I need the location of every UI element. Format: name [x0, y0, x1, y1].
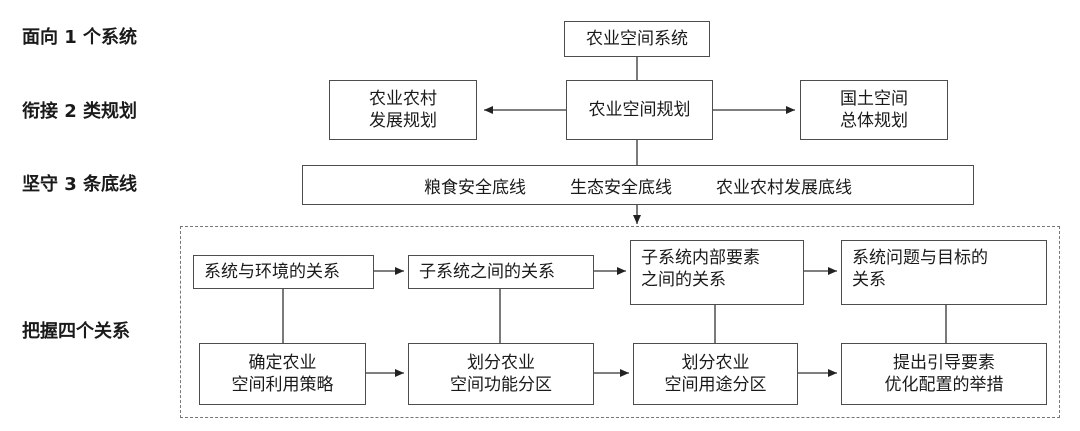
- territorial-plan-line-2: 总体规划: [840, 111, 908, 131]
- action-optimize-line-2: 优化配置的举措: [884, 375, 1004, 395]
- relation-between-subsystems: 子系统之间的关系: [408, 255, 594, 289]
- row-label-relations: 把握四个关系: [22, 321, 130, 342]
- action-function-zoning: 划分农业 空间功能分区: [408, 343, 594, 405]
- redline-food-security: 粮食安全底线: [424, 177, 526, 198]
- action-use-zoning-line-2: 空间用途分区: [664, 375, 767, 395]
- relation-problem-goal-line-1: 系统问题与目标的: [852, 248, 988, 268]
- relation-internal-elements: 子系统内部要素 之间的关系: [630, 240, 804, 305]
- relation-system-environment: 系统与环境的关系: [193, 255, 374, 289]
- row-label-redlines: 坚守 3 条底线: [22, 174, 138, 195]
- redlines-box: 粮食安全底线 生态安全底线 农业农村发展底线: [302, 165, 974, 205]
- rural-plan-line-1: 农业农村: [369, 88, 437, 109]
- redline-rural-development: 农业农村发展底线: [716, 177, 852, 198]
- row-label-system: 面向 1 个系统: [22, 27, 138, 48]
- action-space-strategy: 确定农业 空间利用策略: [199, 343, 366, 405]
- relation-internal-line-1: 子系统内部要素: [641, 248, 760, 268]
- territorial-plan-line-1: 国土空间: [840, 88, 908, 109]
- relations-region: [180, 226, 1060, 418]
- system-box-label: 农业空间系统: [586, 28, 688, 49]
- relation-problem-goal: 系统问题与目标的 关系: [841, 240, 1047, 305]
- action-use-zoning-line-1: 划分农业: [681, 352, 750, 373]
- action-space-strategy-line-1: 确定农业: [248, 352, 317, 373]
- agri-space-plan-label: 农业空间规划: [588, 99, 691, 120]
- action-space-strategy-line-2: 空间利用策略: [231, 375, 334, 395]
- redline-eco-security: 生态安全底线: [570, 177, 672, 198]
- relation-problem-goal-line-2: 关系: [852, 270, 886, 291]
- action-optimize-line-1: 提出引导要素: [893, 352, 995, 373]
- action-function-zoning-line-1: 划分农业: [467, 352, 535, 373]
- action-function-zoning-line-2: 空间功能分区: [450, 375, 552, 395]
- territorial-plan-box: 国土空间 总体规划: [800, 80, 948, 140]
- relation-system-environment-label: 系统与环境的关系: [204, 261, 340, 282]
- relation-between-subsystems-label: 子系统之间的关系: [419, 261, 555, 282]
- rural-plan-line-2: 发展规划: [369, 111, 437, 131]
- row-label-planning: 衔接 2 类规划: [22, 101, 138, 122]
- system-box: 农业空间系统: [564, 21, 710, 57]
- relation-internal-line-2: 之间的关系: [641, 270, 726, 291]
- action-optimize-allocation: 提出引导要素 优化配置的举措: [841, 343, 1047, 405]
- rural-development-plan-box: 农业农村 发展规划: [329, 80, 477, 140]
- agri-space-plan-box: 农业空间规划: [566, 80, 713, 140]
- action-use-zoning: 划分农业 空间用途分区: [633, 343, 798, 405]
